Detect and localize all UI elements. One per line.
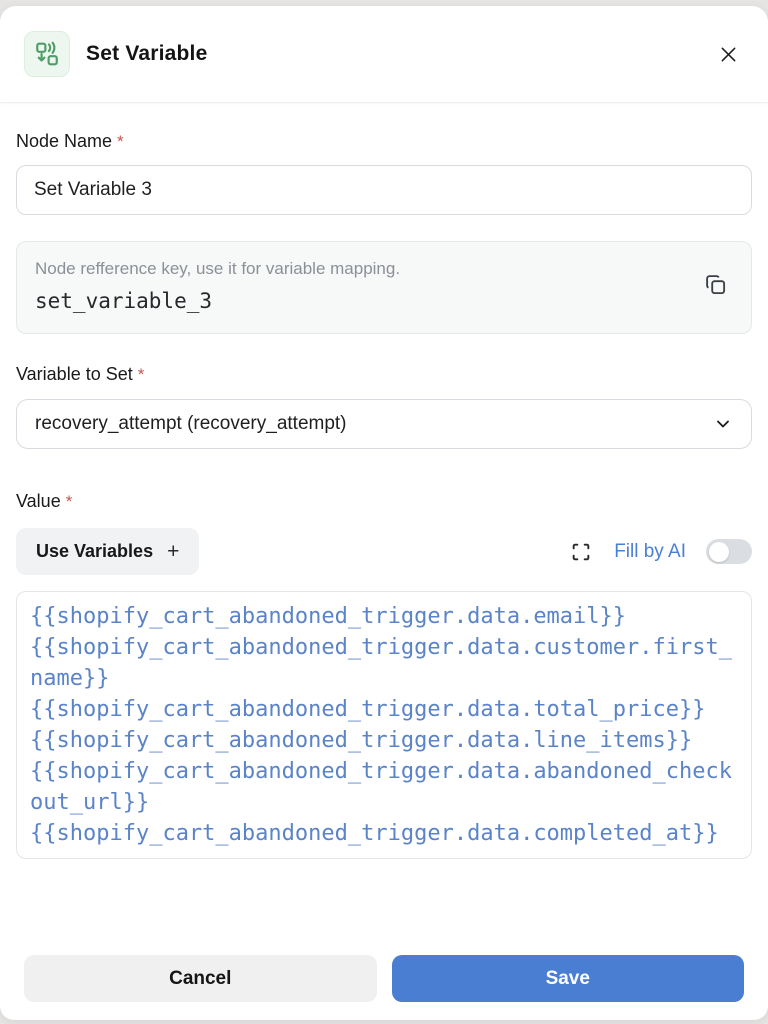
- expand-icon[interactable]: [568, 539, 594, 565]
- copy-icon[interactable]: [699, 268, 733, 305]
- variable-to-set-label: Variable to Set*: [16, 364, 752, 385]
- set-variable-node-icon: [24, 31, 70, 77]
- chevron-down-icon: [717, 420, 729, 428]
- dialog-body: Node Name* Set Variable 3 Node refferenc…: [0, 103, 768, 955]
- toggle-knob: [709, 541, 729, 562]
- fill-by-ai-toggle[interactable]: [706, 539, 752, 564]
- node-reference-key: set_variable_3: [35, 289, 213, 313]
- dialog-title: Set Variable: [86, 42, 208, 65]
- close-icon[interactable]: [712, 38, 744, 70]
- fill-by-ai-label: Fill by AI: [614, 540, 686, 562]
- node-name-label-text: Node Name: [16, 131, 113, 151]
- save-button[interactable]: Save: [391, 955, 744, 1002]
- required-marker: *: [117, 132, 124, 151]
- required-marker: *: [137, 365, 145, 384]
- node-reference-texts: Node refference key, use it for variable…: [35, 259, 400, 313]
- use-variables-label: Use Variables: [36, 541, 154, 561]
- dialog-footer: Cancel Save: [0, 955, 768, 1020]
- variable-to-set-label-text: Variable to Set: [16, 364, 133, 384]
- node-reference-box: Node refference key, use it for variable…: [16, 241, 752, 334]
- plus-icon: +: [167, 539, 180, 563]
- variable-to-set-select[interactable]: recovery_attempt (recovery_attempt): [16, 399, 752, 449]
- value-label: Value*: [16, 491, 752, 512]
- value-editor[interactable]: {{shopify_cart_abandoned_trigger.data.em…: [16, 591, 752, 859]
- node-name-label: Node Name*: [16, 131, 752, 152]
- dialog-header: Set Variable: [0, 6, 768, 103]
- cancel-button[interactable]: Cancel: [24, 955, 377, 1002]
- variable-to-set-value: recovery_attempt (recovery_attempt): [35, 413, 347, 434]
- node-name-value: Set Variable 3: [34, 179, 152, 200]
- value-toolbar: Use Variables + Fill by AI: [16, 528, 752, 575]
- required-marker: *: [65, 492, 73, 511]
- use-variables-button[interactable]: Use Variables +: [16, 528, 200, 575]
- node-reference-hint: Node refference key, use it for variable…: [35, 259, 401, 278]
- value-tools: Fill by AI: [568, 539, 752, 565]
- set-variable-dialog: Set Variable Node Name* Set Variable 3 N…: [0, 6, 768, 1020]
- node-name-input[interactable]: Set Variable 3: [16, 165, 752, 215]
- value-label-text: Value: [16, 491, 61, 511]
